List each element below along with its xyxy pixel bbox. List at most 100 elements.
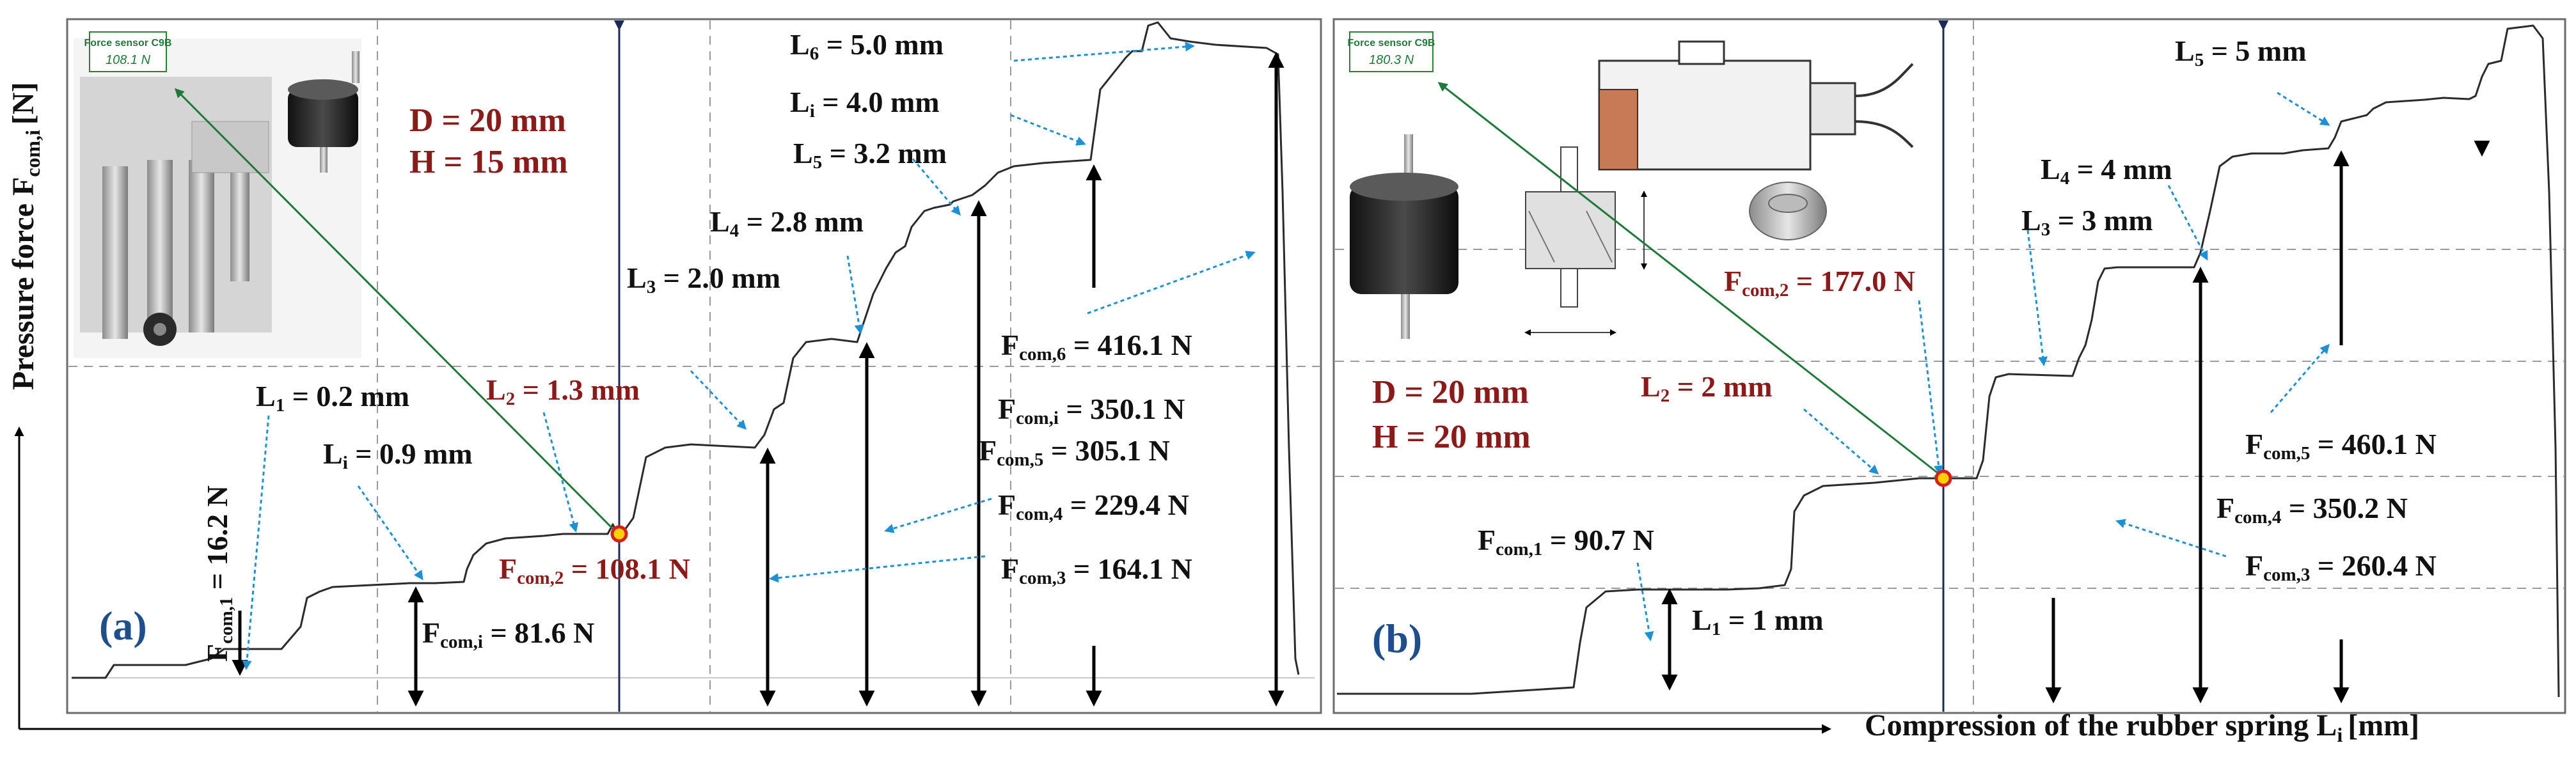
rubber-spring-top (288, 79, 358, 100)
panel-b-label: (b) (1372, 616, 1422, 661)
compression-label: L4 = 2.8 mm (710, 205, 864, 241)
load-rod (230, 173, 249, 281)
compression-label: L2 = 1.3 mm (486, 373, 640, 409)
force-label: Fcom,i = 81.6 N (422, 616, 594, 652)
compression-label: L6 = 5.0 mm (790, 28, 944, 64)
outer-axes (14, 426, 1831, 734)
compression-label: L4 = 4 mm (2041, 153, 2172, 189)
guide-column (189, 160, 214, 333)
press-head (191, 121, 269, 173)
compression-label: L3 = 3 mm (2021, 204, 2153, 240)
rubber-spring-top (1350, 173, 1458, 201)
force-label: Fcom,2 = 177.0 N (1724, 265, 1915, 301)
panel-a-device-photo: Force sensor C9B 108.1 N (74, 31, 361, 358)
wheel-hub-icon (154, 323, 166, 336)
pointer-arrow (690, 370, 747, 430)
panel-b-pointer-arrows (1636, 91, 2330, 641)
dimension-h: H = 15 mm (409, 144, 568, 180)
sensor-pointer-arrow (174, 88, 619, 535)
pointer-arrow (846, 255, 864, 334)
compression-label: L1 = 0.2 mm (256, 380, 409, 416)
drawing-hatch (1586, 210, 1613, 263)
cable-icon (1854, 120, 1914, 148)
panel-b-device-drawings: Force sensor C9B 180.3 N (1348, 31, 1914, 339)
pointer-arrow (1013, 42, 1195, 62)
panel-a-label: (a) (99, 603, 147, 648)
dimension-d: D = 20 mm (1372, 374, 1529, 411)
panel-a: Force sensor C9B 108.1 N D = 20 mm H = 1… (66, 18, 1322, 714)
pointer-arrow (2115, 519, 2227, 558)
spring-stud-bottom (1401, 294, 1410, 339)
panel-a-measurement-marker (610, 525, 628, 543)
force-label: Fcom,3 = 260.4 N (2245, 549, 2437, 585)
panel-a-pointer-arrows (242, 42, 1256, 670)
pointer-arrow (2027, 230, 2048, 366)
compression-label: Li = 4.0 mm (790, 86, 940, 121)
pointer-arrow (769, 555, 986, 583)
compression-label: L5 = 5 mm (2175, 35, 2307, 70)
sensor-display-box (1349, 31, 1434, 72)
pointer-arrow (907, 153, 961, 216)
rubber-spring-body (1350, 185, 1458, 294)
force-label: Fcom,i = 350.1 N (998, 393, 1185, 428)
spring-stud-bottom (320, 147, 328, 173)
compression-label: L3 = 2.0 mm (627, 262, 780, 297)
pointer-arrow (2277, 91, 2330, 126)
sensor-pointer-arrow (1437, 82, 1943, 478)
compression-label: Li = 0.9 mm (323, 437, 473, 473)
load-cell-photo-top (1768, 194, 1808, 213)
pointer-arrow (542, 412, 579, 533)
pointer-arrow (1087, 251, 1256, 315)
dimension-d: D = 20 mm (409, 102, 566, 139)
pointer-arrow (2270, 343, 2330, 413)
force-label: Fcom,4 = 350.2 N (2216, 492, 2408, 528)
sensor-title: Force sensor C9B (1348, 38, 1435, 49)
pointer-arrow (1636, 562, 1654, 641)
force-label: Fcom,5 = 305.1 N (979, 434, 1170, 470)
cursor-tick-icon (614, 20, 624, 31)
force-label: Fcom,4 = 229.4 N (998, 489, 1189, 524)
panel-a-force-arrows (232, 52, 1284, 707)
load-cell-top-button (1678, 40, 1725, 65)
panel-a-gridlines (68, 20, 1320, 712)
compression-label: L5 = 3.2 mm (793, 137, 947, 173)
guide-column (147, 160, 173, 339)
dimension-h: H = 20 mm (1372, 419, 1531, 455)
guide-column (102, 166, 128, 339)
pointer-arrow (1918, 300, 1944, 475)
drawing-hatch (1528, 210, 1555, 263)
force-label: Fcom,1 = 90.7 N (1478, 524, 1654, 559)
spring-stud-top (352, 51, 360, 83)
force-label: Fcom,3 = 164.1 N (1001, 552, 1192, 588)
pointer-arrow (357, 485, 423, 581)
force-label: Fcom,2 = 108.1 N (499, 552, 690, 588)
sensor-value: 180.3 N (1369, 53, 1414, 67)
load-cell-section (1599, 89, 1638, 170)
pointer-arrow (1010, 114, 1086, 146)
force-label: Fcom,5 = 460.1 N (2245, 428, 2437, 464)
x-axis-title: Compression of the rubber spring Li[mm] (1865, 708, 2419, 746)
panel-b-measurement-marker (1934, 469, 1952, 487)
rubber-spring-body (288, 90, 358, 147)
drawing-stud-bottom (1560, 268, 1578, 308)
cable-icon (1854, 63, 1914, 97)
sensor-value: 108.1 N (106, 53, 151, 67)
compression-label: L1 = 1 mm (1692, 604, 1824, 639)
sensor-title: Force sensor C9B (84, 38, 172, 49)
load-cell-connector (1809, 82, 1856, 136)
force-label: Fcom,6 = 416.1 N (1001, 329, 1192, 364)
pointer-arrow (884, 497, 992, 533)
panel-b-frame (1332, 18, 2566, 714)
pointer-arrow (1803, 408, 1879, 474)
panel-b-annotations: L1 = 1 mm L2 = 2 mm L3 = 3 mm L4 = 4 mm L5 =… (1478, 35, 2437, 639)
panel-b-force-arrows (1661, 141, 2490, 703)
y-axis-title: Pressure force Fcom,i[N] (6, 82, 44, 390)
panel-a-annotations: L1 = 0.2 mm Li = 0.9 mm L2 = 1.3 mm L3 = 2.… (201, 28, 1192, 662)
spring-stud-top (1404, 134, 1413, 179)
panel-b-force-curve (1337, 24, 2560, 698)
drawing-body (1525, 191, 1616, 269)
force-label: Fcom,1 = 16.2 N (201, 485, 237, 662)
compression-label: L2 = 2 mm (1641, 370, 1773, 406)
panel-b: Force sensor C9B 180.3 N (1332, 18, 2566, 714)
